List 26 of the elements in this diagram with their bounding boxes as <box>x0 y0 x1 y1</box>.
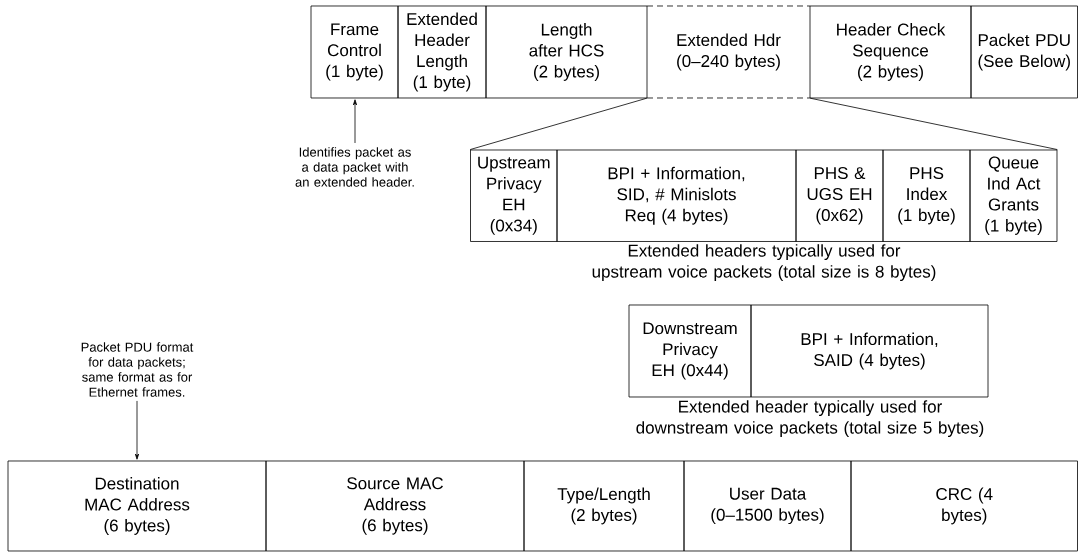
field-box: PHS Index (1 byte) <box>882 149 971 242</box>
field-box: Queue Ind Act Grants (1 byte) <box>969 149 1058 242</box>
field-box: Upstream Privacy EH (0x34) <box>470 149 558 242</box>
caption-text: Extended header typically used for downstream voice packets (total size 5 bytes) <box>636 400 984 438</box>
field-box: Type/Length (2 bytes) <box>523 460 685 552</box>
field-box: Downstream Privacy EH (0x44) <box>628 304 752 398</box>
field-box: BPI + Information, SAID (4 bytes) <box>750 304 989 398</box>
arrow <box>134 400 140 460</box>
field-box: PHS & UGS EH (0x62) <box>795 149 884 242</box>
field-box: Destination MAC Address (6 bytes) <box>7 460 267 552</box>
field-box: Extended Hdr (0–240 bytes) <box>646 5 811 99</box>
field-box: Extended Header Length (1 byte) <box>397 5 487 99</box>
field-box: Length after HCS (2 bytes) <box>485 5 648 99</box>
field-box: Source MAC Address (6 bytes) <box>265 460 525 552</box>
field-box: CRC (4 bytes) <box>850 460 1078 552</box>
field-box: Frame Control (1 byte) <box>310 5 399 99</box>
expansion-line <box>469 97 648 150</box>
expansion-line <box>809 97 1058 150</box>
annotation-text: Packet PDU format for data packets; same format as for Ethernet frames. <box>81 342 194 397</box>
caption-text: Extended headers typically used for upstream voice packets (total size is 8 bytes) <box>592 244 936 282</box>
annotation-text: Identifies packet as a data packet with an extended header. <box>295 147 414 187</box>
field-box: User Data (0–1500 bytes) <box>683 460 852 552</box>
arrow <box>352 99 358 144</box>
field-box: Header Check Sequence (2 bytes) <box>809 5 972 99</box>
field-box: BPI + Information, SID, # Minislots Req (4 bytes) <box>556 149 797 242</box>
field-box: Packet PDU (See Below) <box>970 5 1078 99</box>
